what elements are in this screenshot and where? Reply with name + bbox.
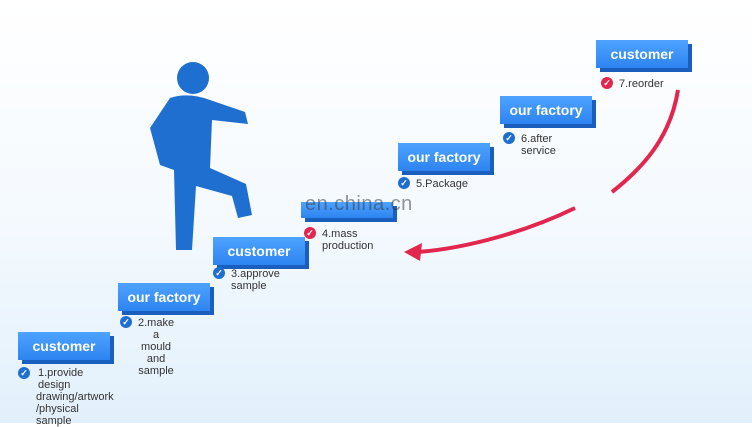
step-1-desc: 1.provide design drawing/artwork /physic… bbox=[36, 367, 114, 427]
step-2-desc: 2.make a mould and sample bbox=[138, 317, 175, 377]
step-6-desc: 6.after service bbox=[521, 133, 556, 157]
step-1-box: customer bbox=[18, 332, 110, 360]
step-7-desc: 7.reorder bbox=[619, 78, 664, 90]
check-icon: ✓ bbox=[398, 177, 410, 189]
step-5-box: our factory bbox=[398, 143, 490, 171]
step-5-desc: 5.Package bbox=[416, 178, 468, 190]
check-icon: ✓ bbox=[120, 316, 132, 328]
climbing-person-icon bbox=[150, 62, 252, 250]
arrow-head-icon bbox=[404, 243, 422, 261]
step-6-box: our factory bbox=[500, 96, 592, 124]
step-4-box bbox=[301, 202, 393, 218]
reorder-arrow-bottom bbox=[417, 206, 576, 254]
step-2-box: our factory bbox=[118, 283, 210, 311]
check-icon: ✓ bbox=[18, 367, 30, 379]
step-7-box: customer bbox=[596, 40, 688, 68]
check-icon: ✓ bbox=[304, 227, 316, 239]
check-icon: ✓ bbox=[601, 77, 613, 89]
step-3-box: customer bbox=[213, 237, 305, 265]
watermark: en.china.cn bbox=[305, 193, 413, 215]
check-icon: ✓ bbox=[503, 132, 515, 144]
check-icon: ✓ bbox=[213, 267, 225, 279]
step-4-desc: 4.mass production bbox=[322, 228, 374, 252]
reorder-arrow-top bbox=[610, 89, 680, 194]
step-3-desc: 3.approve sample bbox=[231, 268, 280, 292]
